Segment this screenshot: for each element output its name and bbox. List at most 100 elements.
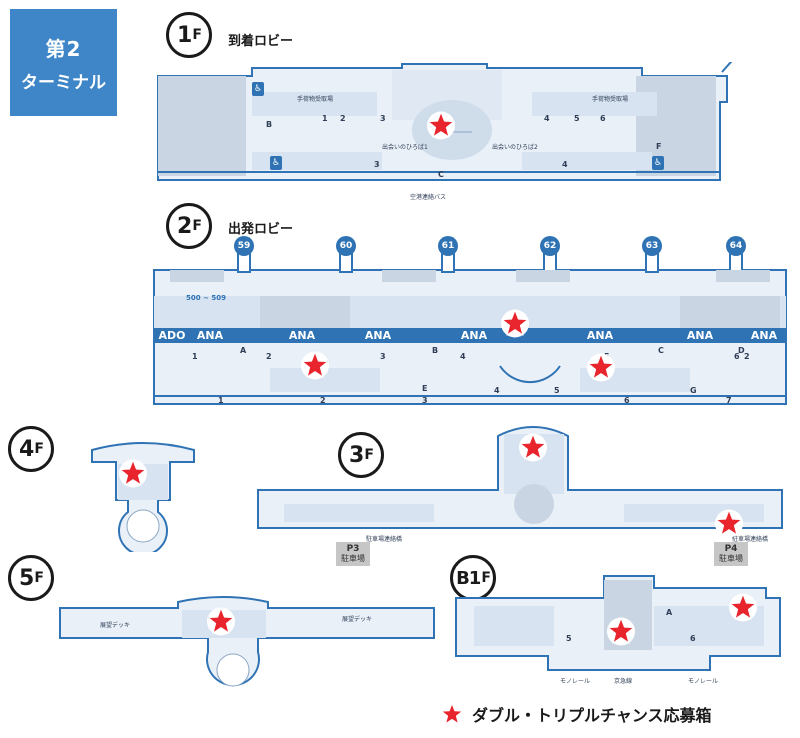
area-c-label: C bbox=[438, 170, 444, 179]
info-4: 4 bbox=[460, 352, 466, 361]
counter-ado: ADO bbox=[156, 328, 188, 343]
floor-2f-plan bbox=[153, 251, 787, 405]
area-f-label: F bbox=[656, 142, 662, 151]
floor-b1f-unit: F bbox=[481, 570, 491, 586]
floor-b1f-number: B1 bbox=[456, 567, 481, 589]
gate-64: 64 bbox=[726, 236, 746, 256]
floor-3f-map: P3 駐車場 P4 駐車場 駐車場連絡橋 駐車場連絡橋 bbox=[254, 418, 786, 568]
floor-4f-unit: F bbox=[34, 441, 44, 457]
floor-2f-map: 59 60 61 62 63 64 500 ~ 509 ADO ANA ANA … bbox=[150, 236, 790, 408]
info-4: 4 bbox=[562, 160, 568, 169]
entry-box-star-icon bbox=[426, 110, 456, 140]
exit-1: 1 bbox=[322, 114, 328, 123]
floor-5f-plan bbox=[59, 596, 435, 687]
counter-ana: ANA bbox=[750, 329, 778, 342]
info-2: 2 bbox=[266, 352, 272, 361]
parking-p4-sub: 駐車場 bbox=[719, 554, 743, 563]
exit-4: 4 bbox=[544, 114, 550, 123]
area-a-label: A bbox=[666, 608, 673, 617]
entrance-6: 6 bbox=[624, 396, 630, 405]
parking-p4: P4 駐車場 bbox=[714, 542, 748, 566]
info-6: 6 bbox=[690, 634, 696, 643]
floor-2f-number: 2 bbox=[177, 213, 192, 239]
entry-box-star-icon bbox=[118, 458, 148, 488]
floor-5f-number: 5 bbox=[19, 565, 34, 591]
meeting-plaza-2: 出会いのひろば2 bbox=[492, 144, 538, 151]
entrance-3: 3 bbox=[422, 396, 428, 405]
info-2b: 2 bbox=[744, 352, 750, 361]
counter-ana: ANA bbox=[288, 329, 316, 342]
keikyu-line: 京急線 bbox=[614, 678, 633, 685]
floor-b1f-map: 5 6 A モノレール 京急線 モノレール bbox=[454, 572, 794, 692]
floor-1f-plan bbox=[157, 53, 739, 181]
toilet-icon: ♿ bbox=[270, 156, 282, 170]
area-c-label: C bbox=[658, 346, 664, 355]
entry-box-star-icon bbox=[586, 352, 616, 382]
entry-box-star-icon bbox=[728, 592, 758, 622]
area-d-label: D bbox=[738, 346, 745, 355]
floor-4f-number: 4 bbox=[19, 436, 34, 462]
info-6: 6 bbox=[734, 352, 740, 361]
entry-box-star-icon bbox=[518, 432, 548, 462]
counter-ana: ANA bbox=[686, 329, 714, 342]
floor-1f-map: 手荷物受取場 手荷物受取場 出会いのひろば1 出会いのひろば2 空港連絡バス C… bbox=[152, 53, 740, 201]
parking-p3-label: P3 bbox=[346, 544, 360, 554]
terminal-badge: 第2 ターミナル bbox=[10, 9, 117, 116]
area-g-label: G bbox=[690, 386, 697, 395]
counter-ana: ANA bbox=[196, 329, 224, 342]
legend-label: ダブル・トリプルチャンス応募箱 bbox=[472, 706, 712, 725]
baggage-claim-left: 手荷物受取場 bbox=[297, 96, 334, 103]
bridge-right-label: 駐車場連絡橋 bbox=[732, 536, 769, 543]
floor-1f-number: 1 bbox=[177, 22, 192, 48]
entry-box-star-icon bbox=[714, 508, 744, 538]
entrance-7: 7 bbox=[726, 396, 732, 405]
exit-3: 3 bbox=[380, 114, 386, 123]
observation-deck-right: 展望デッキ bbox=[342, 616, 373, 623]
bridge-left-label: 駐車場連絡橋 bbox=[366, 536, 403, 543]
gate-63: 63 bbox=[642, 236, 662, 256]
airport-bus-label: 空港連絡バス bbox=[410, 194, 447, 201]
parking-p3-sub: 駐車場 bbox=[341, 554, 365, 563]
gate-59: 59 bbox=[234, 236, 254, 256]
entry-box-star-icon bbox=[606, 616, 636, 646]
observation-deck-left: 展望デッキ bbox=[100, 622, 131, 629]
legend: ダブル・トリプルチャンス応募箱 bbox=[440, 702, 712, 726]
entrance-5: 5 bbox=[554, 386, 560, 395]
monorail-right: モノレール bbox=[688, 678, 719, 685]
info-1: 1 bbox=[192, 352, 198, 361]
entry-box-star-icon bbox=[206, 606, 236, 636]
exit-5: 5 bbox=[574, 114, 580, 123]
info-3: 3 bbox=[380, 352, 386, 361]
info-3: 3 bbox=[374, 160, 380, 169]
terminal-label: ターミナル bbox=[21, 72, 106, 93]
entrance-1: 1 bbox=[218, 396, 224, 405]
gate-62: 62 bbox=[540, 236, 560, 256]
exit-2: 2 bbox=[340, 114, 346, 123]
entry-box-star-icon bbox=[500, 308, 530, 338]
area-b-label: B bbox=[266, 120, 273, 129]
toilet-icon: ♿ bbox=[252, 82, 264, 96]
gate-60: 60 bbox=[336, 236, 356, 256]
entry-box-star-icon bbox=[300, 350, 330, 380]
monorail-left: モノレール bbox=[560, 678, 591, 685]
gate-61: 61 bbox=[438, 236, 458, 256]
info-5: 5 bbox=[566, 634, 572, 643]
floor-4f-plan bbox=[91, 442, 195, 556]
counter-ana: ANA bbox=[586, 329, 614, 342]
floor-5f-map: 展望デッキ 展望デッキ bbox=[58, 592, 438, 698]
entry-box-star-icon bbox=[440, 702, 464, 726]
floor-5f-unit: F bbox=[34, 570, 44, 586]
parking-p3: P3 駐車場 bbox=[336, 542, 370, 566]
entrance-2: 2 bbox=[320, 396, 326, 405]
toilet-icon: ♿ bbox=[652, 156, 664, 170]
counter-ana: ANA bbox=[460, 329, 488, 342]
floor-2f-name: 出発ロビー bbox=[228, 222, 294, 237]
floor-1f-name: 到着ロビー bbox=[228, 34, 294, 49]
floor-3f-unit: F bbox=[364, 447, 374, 463]
